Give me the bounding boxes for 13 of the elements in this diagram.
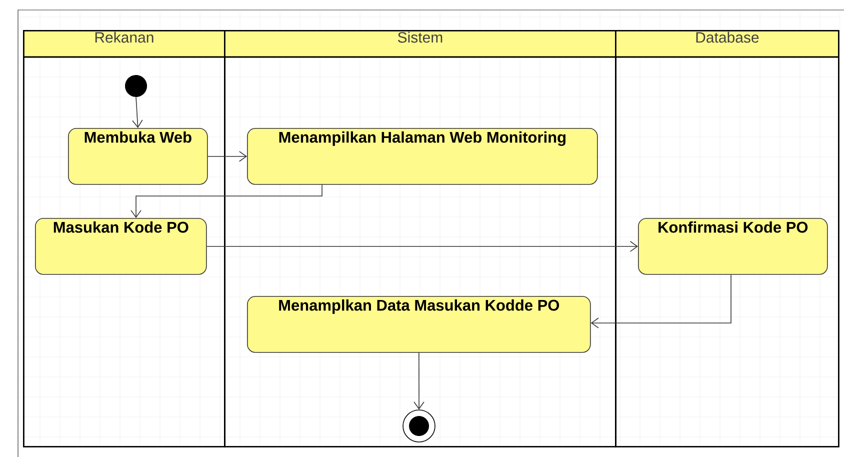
activity-box: Menamplkan Data Masukan Kodde PO	[247, 296, 591, 353]
end-node	[402, 410, 436, 442]
activity-box: Konfirmasi Kode PO	[638, 218, 828, 275]
arrow	[130, 184, 322, 218]
arrow	[132, 96, 143, 128]
arrow	[207, 150, 247, 162]
activity-box: Membuka Web	[68, 128, 208, 185]
arrow	[414, 352, 424, 410]
activity-box: Menampilkan Halaman Web Monitoring	[247, 128, 598, 185]
start-node	[125, 75, 147, 97]
activity-box: Masukan Kode PO	[35, 218, 207, 275]
arrow	[206, 240, 638, 252]
arrow	[590, 274, 732, 328]
